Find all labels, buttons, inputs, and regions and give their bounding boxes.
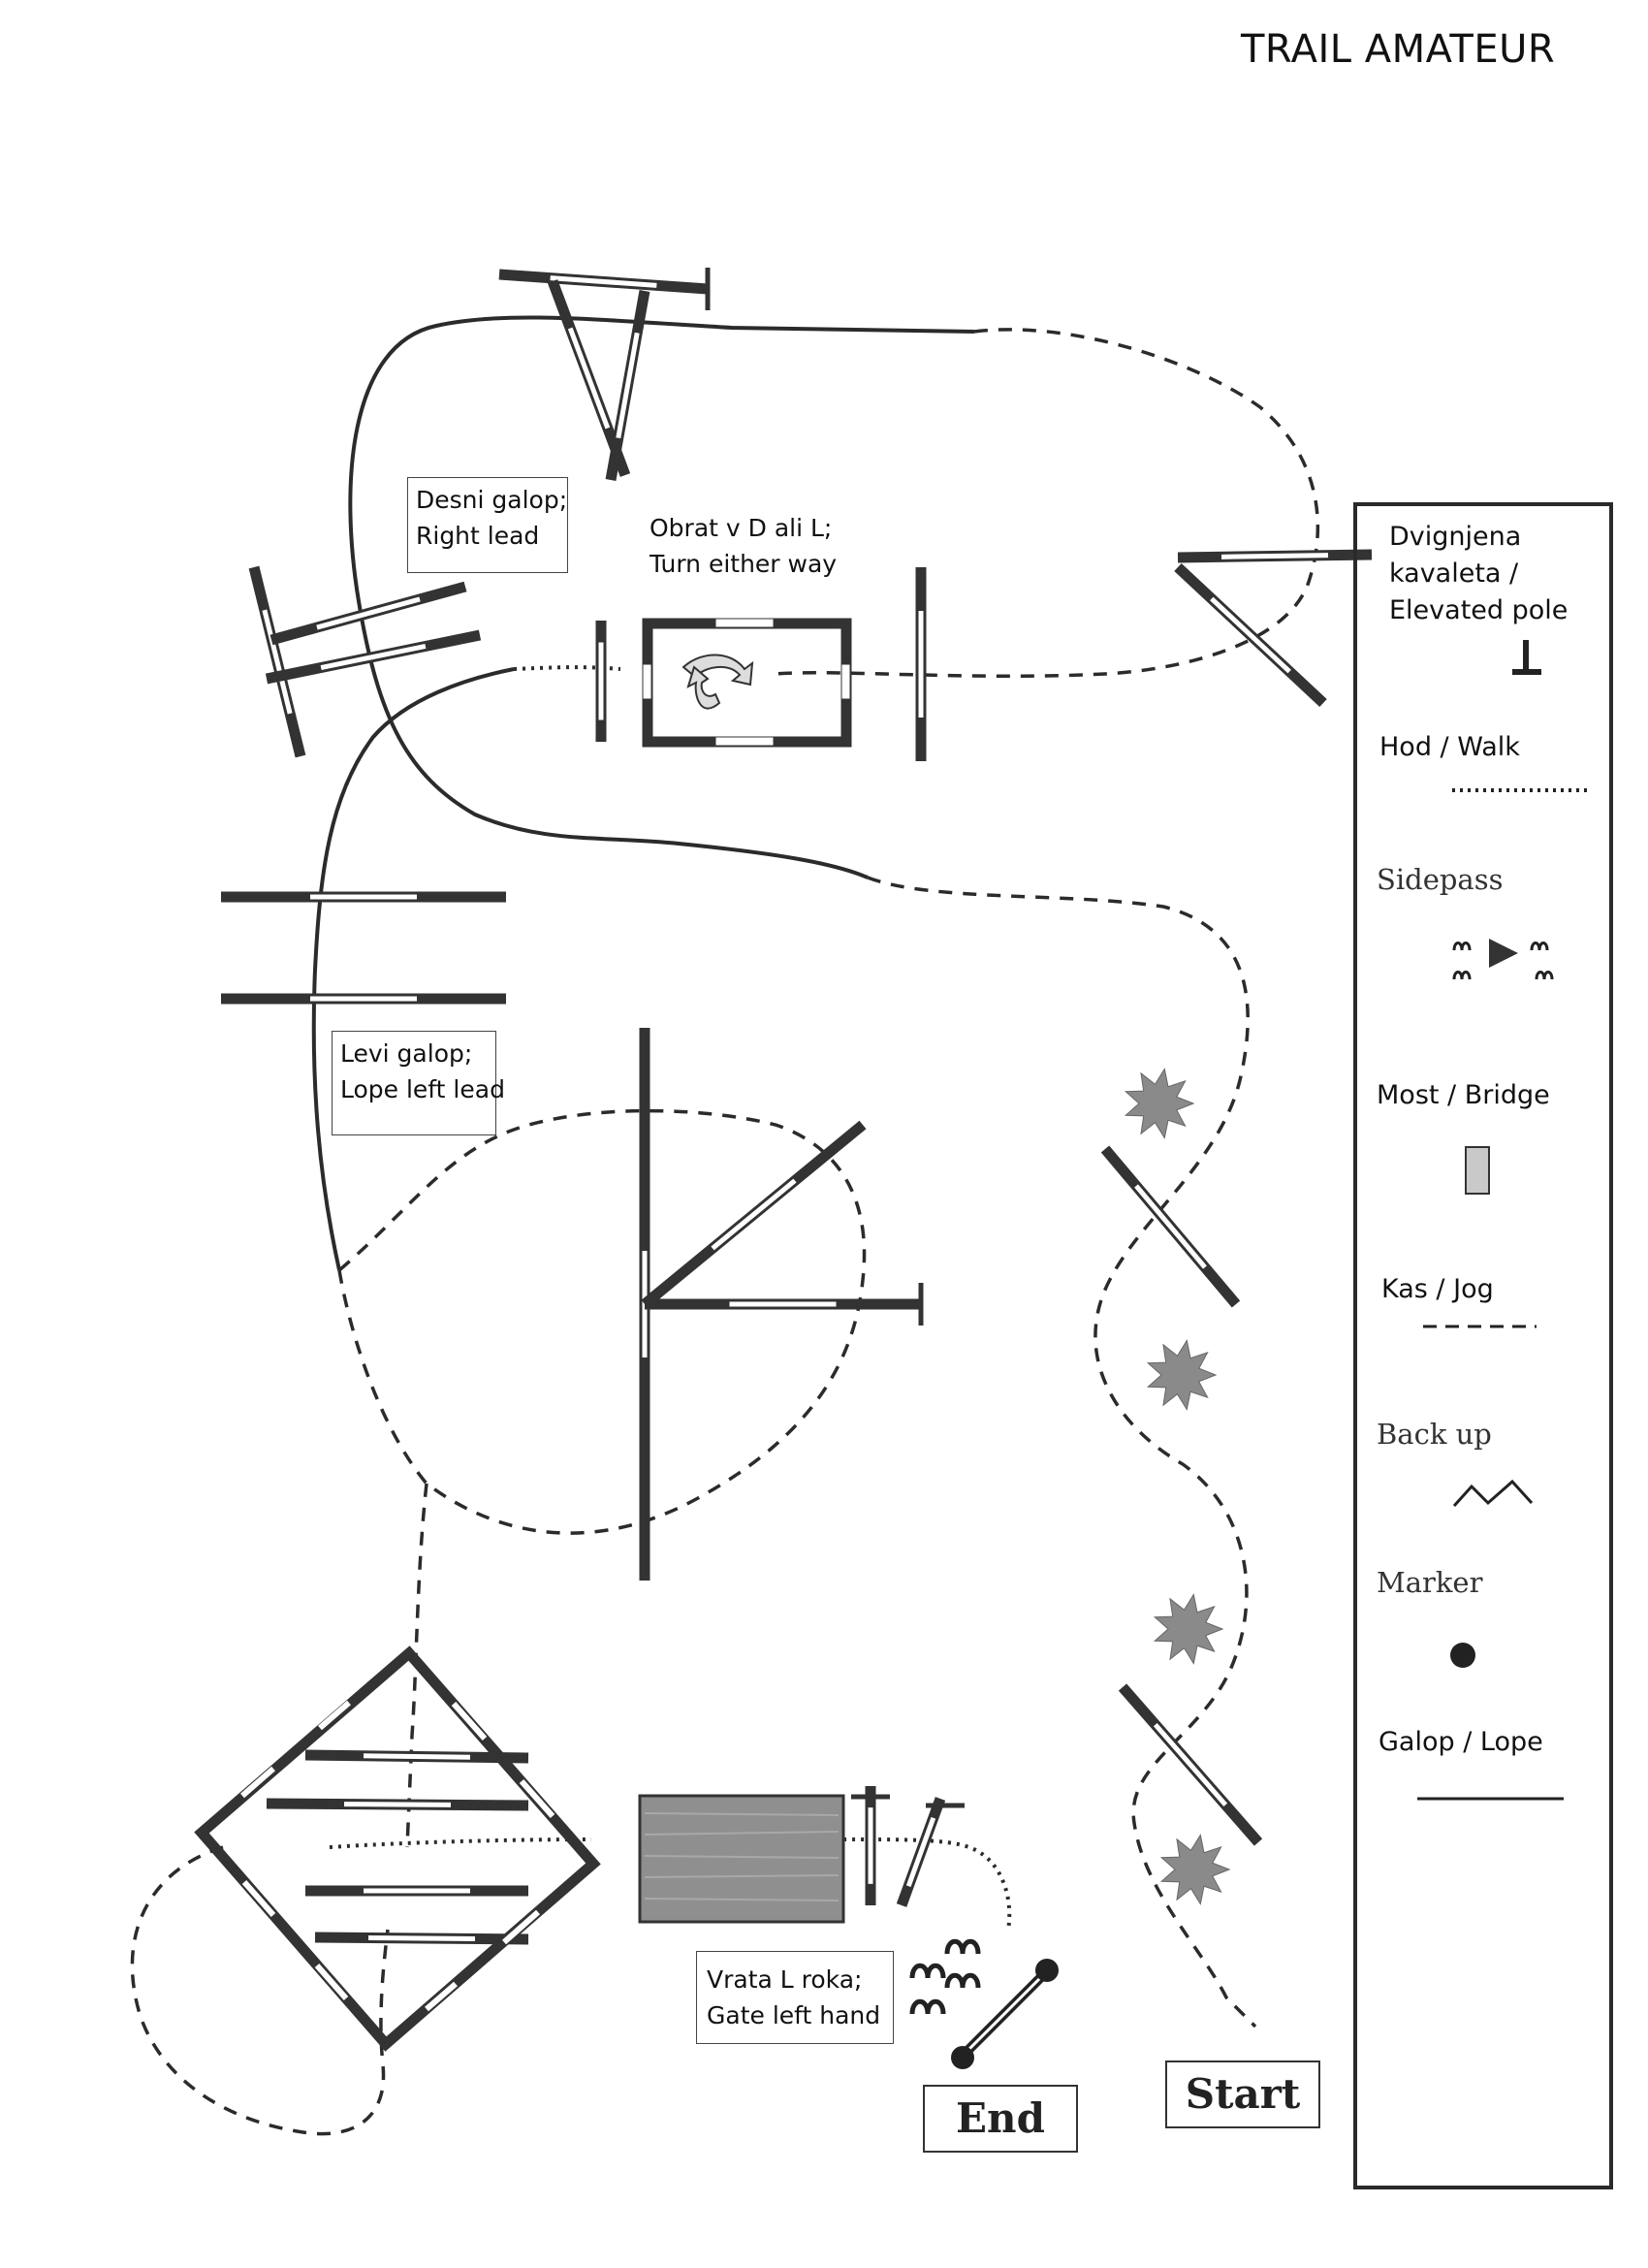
jog-path bbox=[130, 328, 1320, 2136]
pole-stripe bbox=[262, 609, 293, 715]
pole-stripe bbox=[616, 332, 640, 439]
legend-marker-label: Marker bbox=[1377, 1566, 1483, 1599]
legend-bridge-label: Most / Bridge bbox=[1377, 1080, 1550, 1110]
note-gate: Vrata L roka; Gate left hand bbox=[696, 1951, 894, 2044]
pole-stripe bbox=[316, 596, 421, 630]
walk-path bbox=[329, 665, 1012, 1931]
pole-stripe bbox=[363, 1753, 471, 1760]
pole-stripe bbox=[1220, 553, 1329, 559]
note-right-lead: Desni galop; Right lead bbox=[407, 477, 568, 573]
legend-lope-label: Galop / Lope bbox=[1379, 1727, 1543, 1757]
lope-path bbox=[311, 315, 975, 1271]
legend-backup-label: Back up bbox=[1377, 1418, 1492, 1451]
diamond-box bbox=[194, 1645, 601, 2052]
pole-stripe bbox=[1134, 1184, 1207, 1269]
legend-panel bbox=[1353, 502, 1613, 2189]
pole-stripe bbox=[1153, 1722, 1228, 1807]
pole-stripe bbox=[320, 644, 427, 670]
pole-stripe bbox=[711, 1178, 797, 1251]
note-turn: Obrat v D ali L; Turn either way bbox=[642, 506, 843, 598]
turn-box bbox=[642, 618, 852, 748]
page-title: TRAIL AMATEUR bbox=[1241, 27, 1556, 72]
pole-stripe bbox=[567, 327, 611, 430]
legend-jog-label: Kas / Jog bbox=[1381, 1274, 1494, 1304]
bridge bbox=[638, 1794, 845, 1924]
start-label: Start bbox=[1165, 2060, 1320, 2128]
end-label: End bbox=[923, 2085, 1078, 2153]
pole-stripe bbox=[905, 1816, 936, 1888]
note-left-lead: Levi galop; Lope left lead bbox=[332, 1031, 505, 1135]
pole-stripe bbox=[1210, 596, 1291, 674]
pole-stripe bbox=[550, 275, 657, 288]
legend-elevated-pole-label: Dvignjena kavaleta / Elevated pole bbox=[1389, 522, 1569, 625]
legend-sidepass-label: Sidepass bbox=[1377, 863, 1504, 896]
poles bbox=[221, 268, 1373, 1945]
legend-walk-label: Hod / Walk bbox=[1379, 732, 1520, 762]
turn-arrows-icon bbox=[681, 654, 754, 710]
pole-stripe bbox=[367, 1935, 476, 1941]
